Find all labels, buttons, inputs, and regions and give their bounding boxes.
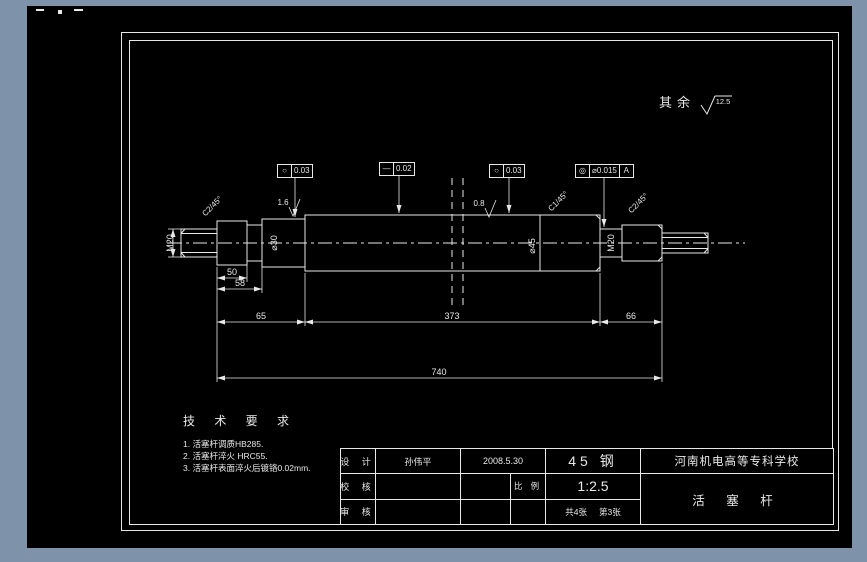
sheet-outer-border: [121, 32, 839, 531]
tech-requirement-item: 2. 活塞杆淬火 HRC55.: [183, 451, 268, 461]
dim-journal-diameter: ⌀30: [269, 235, 279, 250]
dimension-lines: [168, 176, 663, 382]
dimension-texts: 50 58 65 373 66 740 M20 ⌀30 ⌀45 M20 C2/4…: [165, 189, 650, 377]
tolerance-datum: A: [619, 164, 634, 178]
tech-requirements-title: 技 术 要 求: [183, 414, 298, 428]
viewport-artifact: [36, 9, 44, 11]
dim-seg-right: 66: [626, 311, 636, 321]
audit-label-cell: 审 核: [341, 499, 375, 524]
tolerance-value: ⌀0.015: [590, 164, 620, 178]
sheet-info-cell: 共4张 第3张: [546, 499, 640, 524]
cad-viewport[interactable]: 50 58 65 373 66 740 M20 ⌀30 ⌀45 M20 C2/4…: [27, 6, 852, 548]
viewport-artifact: [74, 9, 83, 11]
technical-requirements: 技 术 要 求 1. 活塞杆调质HB285. 2. 活塞杆淬火 HRC55. 3…: [183, 412, 311, 474]
empty-cell: [511, 499, 545, 524]
tolerance-frame-circularity-2: ○0.03: [489, 164, 525, 178]
design-label-cell: 设 计: [341, 449, 375, 474]
tech-requirement-item: 1. 活塞杆调质HB285.: [183, 439, 264, 449]
empty-cell: [461, 499, 510, 524]
material-cell: 45 钢: [546, 449, 640, 474]
tolerance-value: 0.03: [292, 164, 313, 178]
chamfer-label-left: C2/45°: [200, 194, 224, 218]
dim-left-a: 50: [227, 267, 237, 277]
roughness-icon: [288, 198, 301, 218]
tolerance-value: 0.03: [504, 164, 525, 178]
sheet-number: 第3张: [599, 506, 621, 517]
tolerance-symbol: ○: [277, 164, 292, 178]
school-cell: 河南机电高等专科学校: [641, 449, 833, 474]
viewport-artifact: [58, 10, 62, 14]
chamfer-label-right: C2/45°: [626, 191, 650, 215]
shaft-outline: [168, 178, 745, 308]
dim-rod-diameter: ⌀45: [527, 238, 537, 253]
dim-seg-left: 65: [256, 311, 266, 321]
dim-left-stub-thread: M20: [165, 234, 175, 252]
sheet-count: 共4张: [565, 506, 587, 517]
surface-note-label: 其余: [659, 95, 696, 110]
roughness-icon: [484, 199, 497, 219]
tolerance-frame-straightness: —0.02: [379, 162, 415, 176]
empty-cell: [376, 499, 460, 524]
date-cell: 2008.5.30: [461, 449, 545, 474]
tolerance-symbol: —: [379, 162, 394, 176]
title-block: 设 计 孙伟平 2008.5.30 45 钢 河南机电高等专科学校 校 核 比 …: [340, 448, 834, 525]
chamfer-label-mid: C1/45°: [546, 189, 570, 213]
tolerance-value: 0.02: [394, 162, 415, 176]
scale-value-cell: 1:2.5: [546, 474, 640, 499]
dim-right-neck-thread: M20: [606, 234, 616, 252]
right-thread-stub: [661, 232, 709, 254]
dim-overall: 740: [431, 367, 446, 377]
dim-left-b: 58: [235, 278, 245, 288]
tech-requirement-item: 3. 活塞杆表面淬火后镀铬0.02mm.: [183, 463, 311, 473]
empty-cell: [461, 474, 510, 499]
roughness-value-1: 1.6: [277, 198, 289, 207]
surface-note-value: 12.5: [716, 97, 731, 106]
dim-seg-mid: 373: [444, 311, 459, 321]
general-roughness-note: 其余 12.5: [659, 92, 738, 116]
tolerance-symbol: ◎: [575, 164, 590, 178]
tolerance-symbol: ○: [489, 164, 504, 178]
roughness-value-2: 0.8: [473, 199, 485, 208]
roughness-icon: 12.5: [700, 95, 733, 116]
tolerance-frame-circularity-1: ○0.03: [277, 164, 313, 178]
scale-label-cell: 比 例: [511, 474, 545, 499]
check-label-cell: 校 核: [341, 474, 375, 499]
designer-cell: 孙伟平: [376, 449, 460, 474]
empty-cell: [376, 474, 460, 499]
shaft-drawing: 50 58 65 373 66 740 M20 ⌀30 ⌀45 M20 C2/4…: [165, 176, 745, 382]
part-name-cell: 活 塞 杆: [641, 474, 833, 524]
